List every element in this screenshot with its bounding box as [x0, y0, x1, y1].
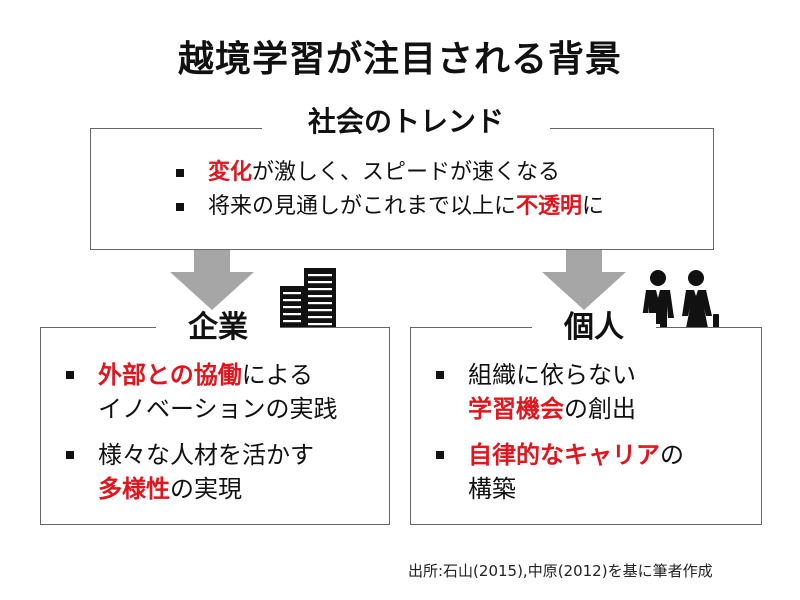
corporate-item-diversity-line1: 様々な人材を活かす: [98, 441, 314, 469]
trend-item-uncertainty-suffix: に: [582, 194, 605, 219]
corporate-item-collaboration: 外部との協働による イノベーションの実践: [64, 358, 338, 426]
corporate-item-collaboration-highlight: 外部との協働: [98, 361, 242, 389]
bullet-square-icon: [66, 451, 74, 459]
individual-item-learning: 組織に依らない 学習機会の創出: [434, 358, 684, 426]
individual-item-career-highlight: 自律的なキャリア: [468, 441, 660, 469]
trend-item-uncertainty-text: 将来の見通しがこれまで以上に: [208, 194, 517, 219]
bullet-square-icon: [436, 371, 444, 379]
bullet-square-icon: [176, 203, 184, 211]
individual-item-learning-highlight: 学習機会: [468, 395, 564, 423]
trend-list: 変化が激しく、スピードが速くなる 将来の見通しがこれまで以上に不透明に: [174, 156, 604, 224]
individual-item-career-line2: 構築: [468, 475, 516, 503]
individual-label: 個人: [532, 313, 656, 343]
page-title: 越境学習が注目される背景: [177, 39, 622, 80]
individual-item-learning-line1: 組織に依らない: [468, 361, 636, 389]
individual-box: [410, 327, 762, 525]
trend-item-uncertainty: 将来の見通しがこれまで以上に不透明に: [174, 190, 604, 224]
trend-item-change: 変化が激しく、スピードが速くなる: [174, 156, 604, 190]
bullet-square-icon: [176, 169, 184, 177]
corporate-list: 外部との協働による イノベーションの実践 様々な人材を活かす 多様性の実現: [64, 358, 338, 518]
bullet-square-icon: [66, 371, 74, 379]
corporate-item-diversity-text: の実現: [170, 475, 242, 503]
corporate-item-collaboration-line2: イノベーションの実践: [98, 395, 338, 423]
corporate-item-diversity: 様々な人材を活かす 多様性の実現: [64, 438, 338, 506]
individual-item-career: 自律的なキャリアの 構築: [434, 438, 684, 506]
trend-box: [90, 128, 714, 250]
individual-item-learning-text: の創出: [564, 395, 636, 423]
individual-list: 組織に依らない 学習機会の創出 自律的なキャリアの 構築: [434, 358, 684, 518]
individual-item-career-text: の: [660, 441, 684, 469]
down-arrow-left-icon: [170, 250, 254, 310]
trend-item-change-highlight: 変化: [208, 160, 253, 185]
trend-label: 社会のトレンド: [262, 108, 550, 136]
down-arrow-right-icon: [542, 250, 626, 310]
trend-item-uncertainty-highlight: 不透明: [516, 194, 583, 219]
corporate-item-diversity-highlight: 多様性: [98, 475, 170, 503]
trend-item-change-text: が激しく、スピードが速くなる: [252, 160, 561, 185]
corporate-label: 企業: [156, 313, 280, 343]
source-note: 出所:石山(2015),中原(2012)を基に筆者作成: [408, 562, 713, 580]
corporate-item-collaboration-text: による: [241, 361, 314, 389]
bullet-square-icon: [436, 451, 444, 459]
